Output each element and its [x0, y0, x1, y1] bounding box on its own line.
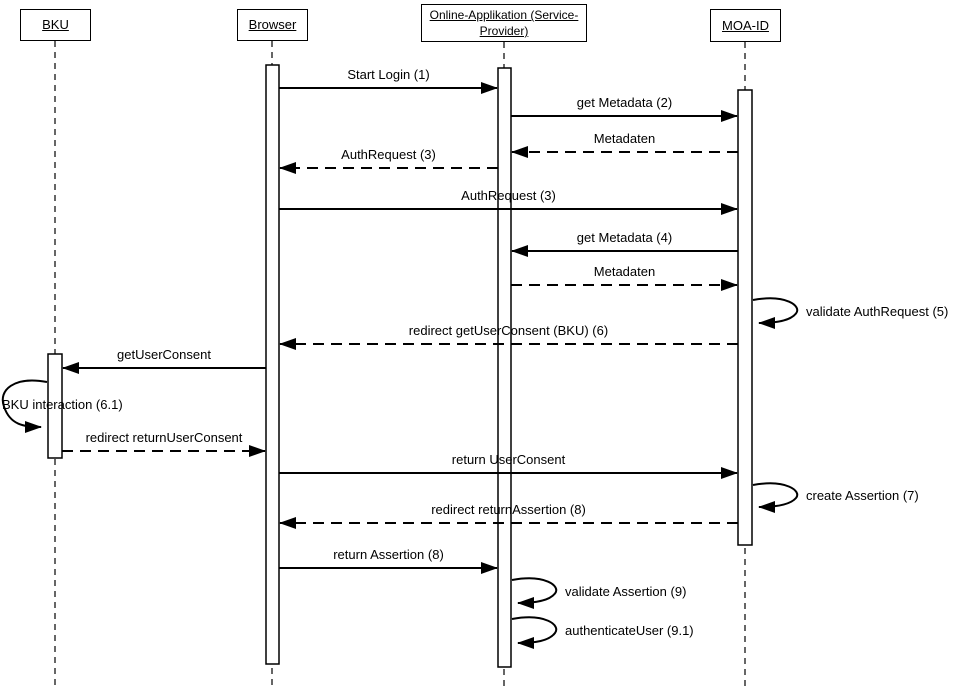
self-call-label: validate Assertion (9) — [565, 583, 687, 599]
message-label: AuthRequest (3) — [461, 188, 556, 203]
activation-bku — [47, 353, 63, 459]
self-call-arrow-0 — [752, 297, 799, 329]
message-label: redirect returnUserConsent — [85, 430, 243, 445]
message-label: get Metadata (4) — [576, 230, 673, 245]
message-label: return Assertion (8) — [333, 547, 444, 562]
actor-browser-label: Browser — [248, 17, 297, 32]
self-call-label: validate AuthRequest (5) — [806, 303, 949, 319]
self-call-label: BKU interaction (6.1) — [2, 396, 123, 412]
self-call-arrow-4 — [511, 616, 558, 649]
activations-group — [47, 64, 753, 668]
actor-browser: Browser — [237, 9, 308, 41]
actor-oa-label: Online-Applikation (Service- — [429, 8, 579, 22]
message-label: AuthRequest (3) — [341, 147, 436, 162]
actor-bku-label: BKU — [42, 17, 69, 32]
actor-moaid-label: MOA-ID — [722, 17, 769, 33]
activation-oa — [497, 67, 512, 668]
message-label: return UserConsent — [451, 452, 566, 467]
self-call-arrow-1 — [1, 379, 48, 433]
self-call-label: authenticateUser (9.1) — [565, 623, 694, 638]
actor-oa: Online-Applikation (Service- Provider) — [421, 4, 587, 42]
self-call-arrow-2 — [752, 482, 799, 513]
self-call-group — [1, 297, 799, 649]
messages-group — [62, 82, 738, 574]
message-label: get Metadata (2) — [576, 95, 673, 110]
activation-browser — [265, 64, 280, 665]
message-label: redirect getUserConsent (BKU) (6) — [408, 323, 609, 338]
message-label: Metadaten — [593, 264, 656, 279]
activation-moaid — [737, 89, 753, 546]
message-label: Metadaten — [593, 131, 656, 146]
actor-bku: BKU — [20, 9, 91, 41]
self-call-arrow-3 — [511, 577, 558, 609]
actor-oa-label: Provider) — [479, 24, 529, 38]
message-label: Start Login (1) — [347, 67, 430, 82]
message-label: getUserConsent — [117, 347, 211, 362]
message-label: redirect returnAssertion (8) — [431, 502, 586, 517]
actor-moaid: MOA-ID — [710, 9, 781, 42]
self-call-label: create Assertion (7) — [806, 488, 919, 503]
